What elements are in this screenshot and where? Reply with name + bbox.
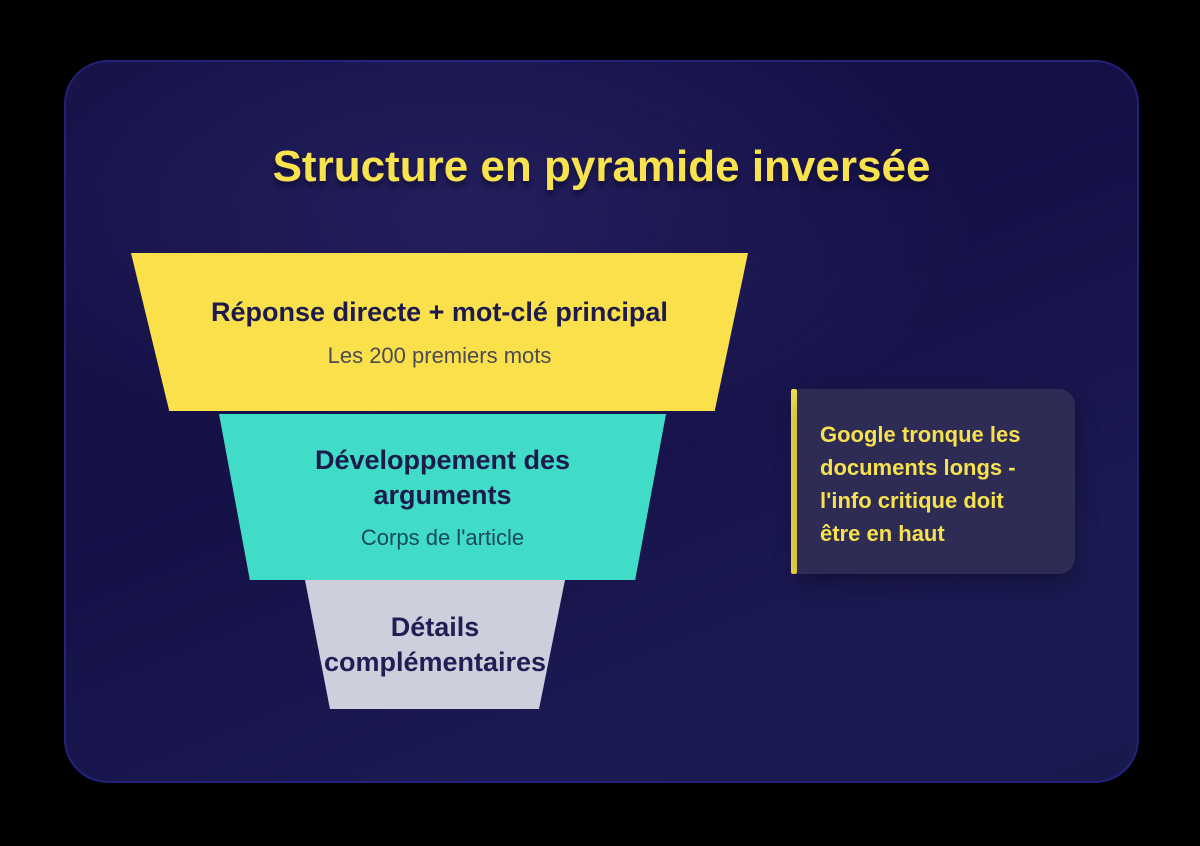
callout-card: Google tronque les documents longs - l'i… bbox=[797, 389, 1075, 574]
slide-panel: Structure en pyramide inversée Réponse d… bbox=[64, 60, 1139, 783]
tier-heading: Détails complémentaires bbox=[323, 612, 547, 677]
tier-heading: Développement des arguments bbox=[314, 445, 571, 510]
tier-heading: Réponse directe + mot-clé principal bbox=[211, 297, 668, 328]
funnel-tier-arguments: Développement des arguments Corps de l'a… bbox=[219, 414, 666, 580]
tier-subheading: Les 200 premiers mots bbox=[327, 342, 552, 368]
callout-note: Google tronque les documents longs - l'i… bbox=[791, 389, 1075, 574]
page-title: Structure en pyramide inversée bbox=[272, 142, 931, 191]
callout-accent-bar bbox=[791, 389, 797, 574]
callout-text: Google tronque les documents longs - l'i… bbox=[820, 422, 1021, 546]
funnel-tier-details: Détails complémentaires bbox=[305, 580, 565, 709]
tier-subheading: Corps de l'article bbox=[360, 524, 525, 550]
funnel-tier-direct-answer: Réponse directe + mot-clé principal Les … bbox=[131, 253, 748, 411]
